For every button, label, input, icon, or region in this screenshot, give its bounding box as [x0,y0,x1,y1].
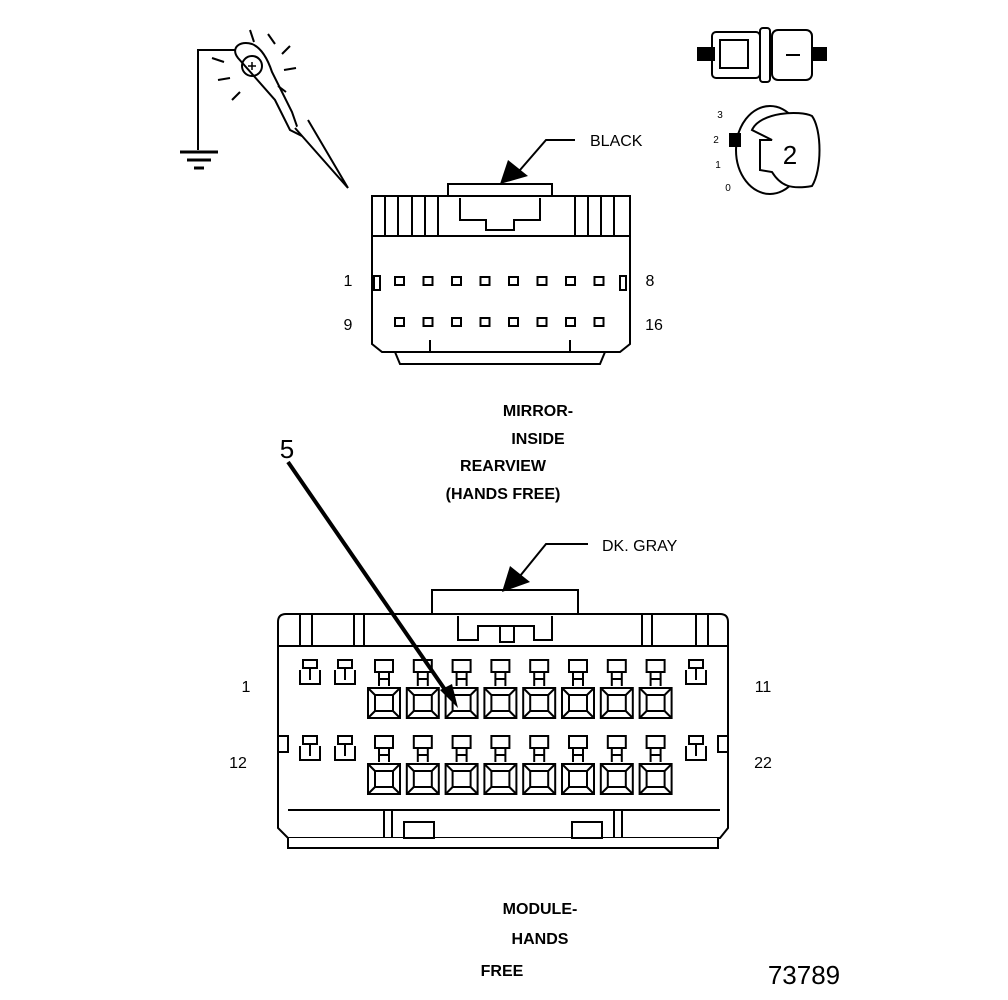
mirror-pin-cavity [451,276,462,286]
ignition-key-icon [697,27,827,195]
pin-terminal [367,659,401,719]
callout-number: 5 [280,434,294,464]
mirror-pin-cavity [394,276,405,286]
mirror-pin-cavity [593,276,605,286]
key-active-position: 2 [783,140,797,170]
key-position-3: 3 [717,110,723,121]
pin-terminal [599,735,634,795]
mirror-pin-cavity [422,317,434,327]
mirror-pin-cavity [394,317,405,327]
mirror-title-line-1: MIRROR- [503,403,573,420]
pin-latch-clip [299,659,321,685]
mirror-pin-cavity [536,317,548,327]
ground-icon [180,150,218,170]
pin-terminal [561,735,595,795]
pin-terminal [444,735,479,795]
mirror-pin-cavity [479,317,491,327]
mirror-pin-cavity [422,276,434,286]
pin-latch-clip [299,735,321,761]
module-color-leader [502,543,588,592]
pin-terminal [522,659,557,719]
callout-leader [286,460,458,708]
mirror-connector [371,183,631,365]
module-pin-end-bottom: 22 [754,755,772,772]
pin-terminal [638,735,673,795]
pin-terminal [599,659,634,719]
pin-terminal [405,735,440,795]
pin-terminal [367,735,401,795]
module-title-line-1: MODULE- [503,901,578,918]
module-title-line-3: FREE [481,963,524,980]
pin-terminal [483,735,518,795]
module-pin-start-top: 1 [242,679,251,696]
mirror-pin-end-bottom: 16 [645,317,663,334]
mirror-title-line-4: (HANDS FREE) [446,486,561,503]
mirror-pin-cavity [508,317,519,327]
pin-terminal [483,659,518,719]
mirror-title-line-3: REARVIEW [460,458,547,475]
pin-terminal [405,659,440,719]
module-pin-start-bottom: 12 [229,755,247,772]
module-pin-end-top: 11 [755,679,772,696]
mirror-pin-cavity [565,276,576,286]
pin-terminal [638,659,673,719]
mirror-pin-cavity [479,276,491,286]
key-position-1: 1 [715,160,721,171]
mirror-pin-cavity [536,276,548,286]
pin-latch-clip [685,659,707,685]
test-probe-icon [180,29,349,189]
mirror-pin-cavities [394,276,605,327]
mirror-pin-cavity [508,276,519,286]
mirror-pin-cavity [593,317,605,327]
mirror-pin-cavity [565,317,576,327]
key-position-2: 2 [713,135,719,146]
mirror-color-label: BLACK [590,133,643,150]
mirror-pin-start-top: 1 [344,273,353,290]
pin-latch-clip [685,735,707,761]
pin-terminal [561,659,595,719]
mirror-pin-end-top: 8 [646,273,655,290]
mirror-pin-start-bottom: 9 [344,317,353,334]
module-color-label: DK. GRAY [602,538,678,555]
figure-number: 73789 [768,960,840,990]
pin-latch-clip [334,659,356,685]
mirror-pin-cavity [451,317,462,327]
key-position-0: 0 [725,183,731,194]
mirror-color-leader [500,139,575,184]
pin-latch-clip [334,735,356,761]
mirror-title-line-2: INSIDE [511,431,565,448]
pin-terminal [522,735,557,795]
module-title-line-2: HANDS [512,931,569,948]
